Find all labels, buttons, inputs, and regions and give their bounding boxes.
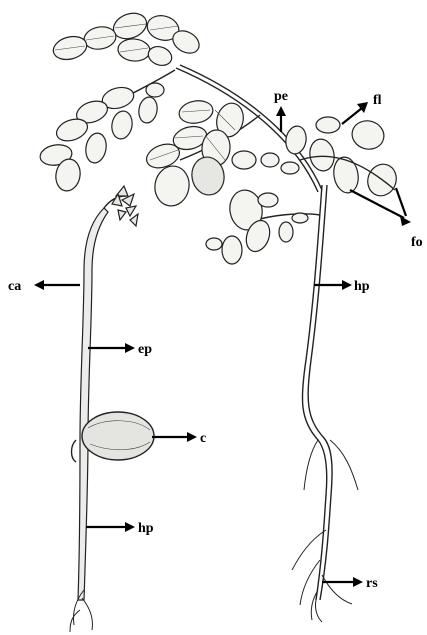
label-fo-group: fo bbox=[350, 188, 423, 250]
plumule bbox=[104, 186, 138, 226]
label-hp-lower-group: hp bbox=[86, 521, 154, 536]
label-hp-right: hp bbox=[354, 279, 370, 294]
label-ca-group: ca bbox=[8, 279, 80, 294]
label-fl: fl bbox=[373, 93, 382, 108]
label-fl-group: fl bbox=[342, 93, 382, 124]
left-stalk bbox=[78, 208, 108, 600]
top-leaflets bbox=[51, 9, 203, 69]
label-hp-lower: hp bbox=[138, 521, 154, 536]
right-roots bbox=[292, 440, 358, 622]
label-fo: fo bbox=[411, 235, 423, 250]
label-c-group: c bbox=[152, 431, 206, 446]
right-hypocotyl-stem bbox=[302, 185, 326, 600]
label-c: c bbox=[200, 431, 206, 446]
label-pe: pe bbox=[274, 89, 288, 104]
young-seedling bbox=[70, 186, 154, 632]
lower-leaflets bbox=[206, 188, 308, 264]
label-ep: ep bbox=[138, 342, 152, 357]
label-rs: rs bbox=[366, 576, 378, 591]
label-ep-group: ep bbox=[88, 342, 152, 357]
label-ca: ca bbox=[8, 279, 21, 294]
right-hypocotyl-stem-edge bbox=[308, 185, 332, 600]
label-hp-right-group: hp bbox=[314, 279, 370, 294]
cotyledon bbox=[82, 412, 154, 460]
left-leaflets bbox=[39, 83, 164, 193]
mature-seedling bbox=[39, 9, 401, 622]
label-pe-group: pe bbox=[274, 89, 288, 132]
